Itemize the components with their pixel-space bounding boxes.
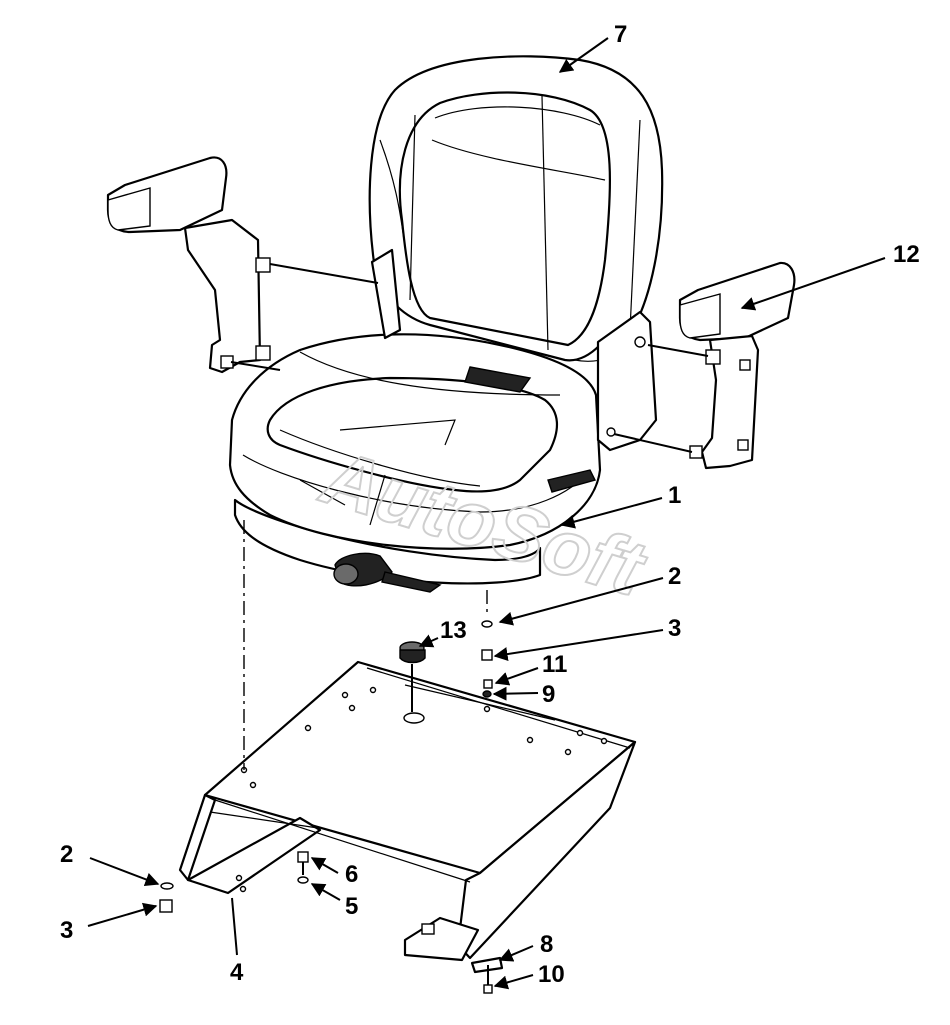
nut-11 xyxy=(483,679,493,689)
callout-2-upper: 2 xyxy=(668,563,681,590)
callout-11: 11 xyxy=(542,651,567,678)
callout-7: 7 xyxy=(614,21,627,48)
nut-3-right xyxy=(481,649,493,661)
washer-5 xyxy=(297,876,309,884)
nut-3-left xyxy=(159,899,173,913)
callout-3-upper: 3 xyxy=(668,615,681,642)
seat-cushion xyxy=(228,333,602,593)
callout-12: 12 xyxy=(893,241,920,268)
callout-10: 10 xyxy=(538,961,565,988)
callout-6: 6 xyxy=(345,861,358,888)
armrest-left xyxy=(106,156,271,374)
armrest-right xyxy=(678,261,796,470)
callout-5: 5 xyxy=(345,893,358,920)
seat-base-plate xyxy=(178,660,637,962)
callout-2-lower: 2 xyxy=(60,841,73,868)
washer-2-right xyxy=(481,620,493,628)
callout-1: 1 xyxy=(668,482,681,509)
callout-9: 9 xyxy=(542,681,555,708)
callout-13: 13 xyxy=(440,617,467,644)
rubber-grommet-13 xyxy=(399,641,426,664)
seat-backrest xyxy=(368,55,664,452)
callout-8: 8 xyxy=(540,931,553,958)
bolt-6 xyxy=(297,851,309,863)
bolt-10 xyxy=(483,984,493,994)
callout-3-lower: 3 xyxy=(60,917,73,944)
callout-4: 4 xyxy=(230,959,244,986)
washer-9 xyxy=(482,690,492,698)
washer-2-left xyxy=(160,882,174,890)
